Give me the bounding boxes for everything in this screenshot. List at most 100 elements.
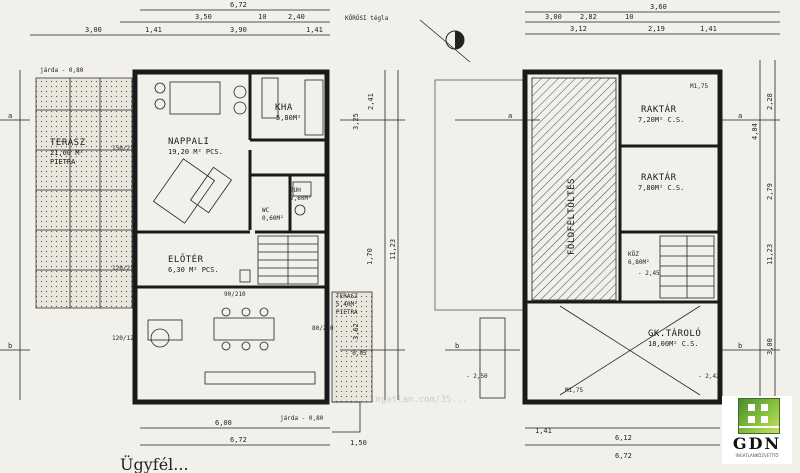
dim-right-362: 3,62: [352, 323, 360, 340]
logo-brand: GDN: [732, 434, 782, 453]
dim-right-top-360: 3,60: [650, 3, 667, 11]
dim-bot-672: 6,72: [230, 436, 247, 444]
room-label-koz: KÖZ: [628, 251, 639, 258]
section-marker-b-right: b: [455, 342, 459, 350]
room-label-terasz-small: TERASZ: [336, 293, 358, 300]
garage-door-swing: [479, 305, 701, 399]
dim-bot-600: 6,00: [215, 419, 232, 427]
room-area-zuh: 2,60M²: [290, 195, 312, 202]
window-label-3: 90/210: [224, 291, 246, 298]
room-area-nappali: 19,20 M² PCS.: [168, 148, 223, 156]
dim-right-top-141: 1,41: [700, 25, 717, 33]
watermark: ingatlan.com/35...: [370, 395, 468, 405]
dimension-lines-left: [19, 9, 399, 446]
window-label-5: 120/120: [112, 335, 138, 342]
level-250: - 2,50: [466, 373, 488, 380]
lower-floor-plan: RAKTÁR 7,20M² C.S. RAKTÁR 7,80M² C.S. FÖ…: [434, 3, 780, 460]
window-label-2: 120/210: [112, 265, 138, 272]
room-label-zuh: ZUH: [290, 187, 301, 194]
dim-right-325: 3,25: [352, 113, 360, 130]
entry-steps: [332, 401, 361, 433]
earth-fill-area: [531, 77, 617, 301]
room-label-kha: KHA: [275, 103, 293, 113]
window-label-1: 150/210: [112, 145, 138, 152]
dim-right-241: 2,41: [367, 93, 375, 110]
room-area-koz: 6,80M²: [628, 259, 650, 266]
note-jarda-bottom: járda - 0,80: [280, 415, 324, 422]
marker-m175b: M1,75: [565, 387, 583, 394]
section-marker-a-right: a: [508, 112, 512, 120]
dim-right-bot-141: 1,41: [535, 427, 552, 435]
dim-right-228: 2,28: [766, 93, 774, 110]
pergola-grid: [36, 78, 132, 308]
dim-right-279: 2,79: [766, 183, 774, 200]
dim-top-240: 2,40: [288, 13, 305, 21]
dim-right-1123-b: 11,23: [766, 244, 774, 265]
note-level-005: - 0,05: [345, 350, 367, 357]
room-label-eloter: ELŐTÉR: [168, 253, 204, 265]
window-label-4: 80/210: [312, 325, 334, 332]
note-jarda-top: járda - 0,80: [40, 67, 84, 74]
room-area-kha: 5,80M²: [276, 114, 301, 122]
dim-top-10: 10: [258, 13, 266, 21]
room-note-terasz-small: PIETRA: [336, 309, 358, 316]
dim-top-300: 3,00: [85, 26, 102, 34]
room-label-terasz-main: TERASZ: [50, 138, 86, 148]
dim-right-170: 1,70: [366, 248, 374, 265]
dim-right-300: 3,00: [766, 338, 774, 355]
dim-top-141b: 1,41: [306, 26, 323, 34]
section-marker-a-far: a: [738, 112, 742, 120]
dim-top-350: 3,50: [195, 13, 212, 21]
section-markers-left: [0, 119, 405, 351]
room-area-eloter: 6,30 M² PCS.: [168, 266, 219, 274]
logo-mark-icon: [738, 398, 780, 434]
dim-right-1123: 11,23: [389, 239, 397, 260]
dim-bot-150: 1,50: [350, 439, 367, 447]
room-label-raktar-1: RAKTÁR: [641, 103, 677, 115]
dim-right-top-312: 3,12: [570, 25, 587, 33]
bottom-scribble: Ügyfél...: [120, 454, 189, 473]
small-terrace-area: [331, 291, 373, 403]
room-area-raktar-1: 7,20M² C.S.: [638, 116, 684, 124]
level-245: - 2,45: [638, 270, 660, 277]
ground-floor-plan: KHA 5,80M² NAPPALI 19,20 M² PCS. TERASZ …: [0, 1, 471, 447]
dim-right-404: 4,04: [751, 123, 759, 140]
room-area-terasz-main: 21,60 M²: [50, 149, 84, 157]
staircase: [257, 235, 319, 285]
room-label-gk-tarolo: GK.TÁROLÓ: [648, 327, 701, 339]
room-note-terasz-main: PIETRA: [50, 158, 76, 166]
dim-right-top-282: 2,82: [580, 13, 597, 21]
room-label-wc: WC: [262, 207, 270, 214]
terrace-area: [35, 77, 133, 309]
exterior-wall: [132, 69, 330, 405]
interior-walls: [135, 72, 327, 289]
logo-tagline: INGATLANKÖZVETÍTŐ: [735, 453, 779, 458]
section-marker-a-left: a: [8, 112, 12, 120]
section-marker-b-left: b: [8, 342, 12, 350]
dim-top-141: 1,41: [145, 26, 162, 34]
north-arrow: [419, 19, 471, 63]
lower-exterior-wall: [522, 69, 723, 405]
level-242: - 2,42: [698, 373, 720, 380]
dim-right-bot-672: 6,72: [615, 452, 632, 460]
room-area-raktar-2: 7,80M² C.S.: [638, 184, 684, 192]
furniture: [147, 77, 324, 385]
marker-m175: M1,75: [690, 83, 708, 90]
lower-interior-walls: [525, 72, 720, 304]
note-korosi-tegla: KŐRÖSI tégla: [345, 15, 389, 22]
room-area-wc: 0,60M²: [262, 215, 284, 222]
room-area-gk-tarolo: 18,00M² C.S.: [648, 340, 699, 348]
dim-right-top-10: 10: [625, 13, 633, 21]
dim-top-total-left: 6,72: [230, 1, 247, 9]
dim-right-bot-612: 6,12: [615, 434, 632, 442]
dim-top-390: 3,90: [230, 26, 247, 34]
room-area-terasz-small: 5,40M²: [336, 301, 358, 308]
room-label-nappali: NAPPALI: [168, 137, 209, 147]
section-marker-b-far: b: [738, 342, 742, 350]
gdn-logo: GDN INGATLANKÖZVETÍTŐ: [722, 396, 792, 464]
room-label-foldfeltoltes: FÖLDFELTÖLTÉS: [565, 178, 577, 255]
lower-staircase: [659, 235, 715, 299]
dimension-lines-right: [445, 11, 780, 446]
